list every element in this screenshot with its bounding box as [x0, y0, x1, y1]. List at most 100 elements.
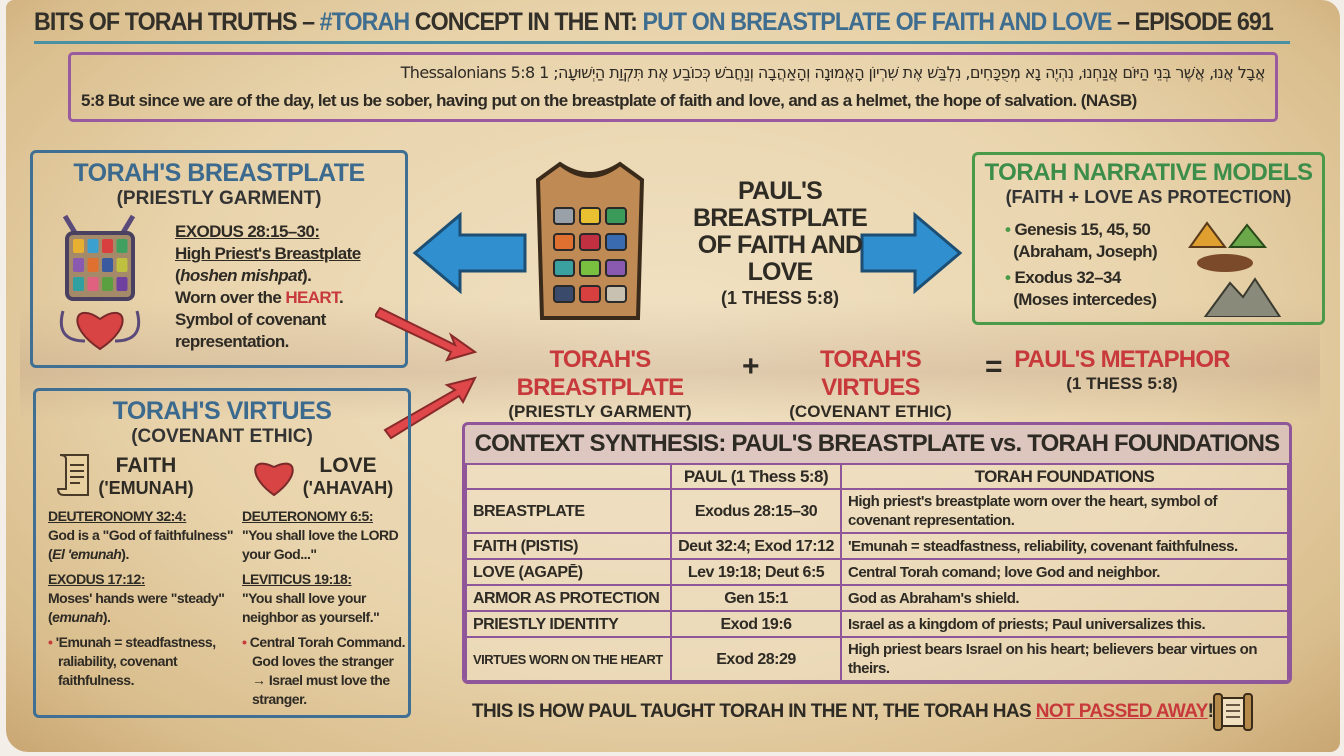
verse-english: 5:8 But since we are of the day, let us … [81, 91, 1137, 110]
torah-foundation: High priest bears Israel on his heart; b… [840, 636, 1289, 681]
verse-hebrew: אֲבָל אֲנוּ, אֲשֶׁר בְּנֵי הַיּוֹם אֲנַח… [400, 63, 1265, 82]
desc-text: . [338, 288, 344, 307]
title-underline [34, 41, 1290, 44]
gem-icon [605, 207, 627, 225]
faith-italic: El 'emunah [52, 546, 122, 562]
torah-virtues-box: TORAH'S VIRTUES (COVENANT ETHIC) FAITH('… [33, 388, 411, 718]
love-column: DEUTERONOMY 6:5: "You shall love the LOR… [242, 507, 407, 709]
gem-icon [553, 207, 575, 225]
breastplate-icon [59, 214, 141, 351]
gem-icon [579, 233, 601, 251]
red-arrows [375, 306, 478, 440]
gem-icon [87, 277, 99, 291]
torah-foundation: God as Abraham's shield. [840, 584, 1289, 612]
faith-column: DEUTERONOMY 32:4: God is a "God of faith… [48, 507, 238, 690]
faith-text: Moses' hands were "steady" [48, 590, 225, 606]
love-ref: LEVITICUS 19:18: [242, 571, 352, 587]
gem-icon [102, 258, 113, 272]
equation-term: TORAH'S BREASTPLATE [516, 346, 685, 401]
gem-icon [102, 239, 113, 253]
tent-icon [1227, 223, 1268, 248]
equation-sub: (COVENANT ETHIC) [789, 402, 952, 421]
desc-italic: hoshen mishpat [180, 266, 303, 285]
item-ref: Exodus 32–34 [1014, 268, 1121, 287]
gem-icon [553, 233, 575, 251]
paul-ref: Exod 28:29 [670, 636, 842, 681]
desc-line: High Priest's Breastplate [175, 244, 361, 263]
footer-text: THIS IS HOW PAUL TAUGHT TORAH IN THE NT,… [472, 701, 1036, 722]
gem-icon [579, 285, 601, 303]
row-label: PRIESTLY IDENTITY [465, 610, 672, 638]
gem-icon [116, 239, 128, 253]
desc-line: Symbol of covenant representation. [175, 310, 326, 351]
faith-text: (El 'emunah). [48, 546, 129, 562]
faith-text: (emunah). [48, 609, 111, 625]
row-label: LOVE (AGAPĒ) [465, 558, 672, 586]
column-header [465, 463, 672, 490]
heart-emphasis: HEART [285, 288, 339, 307]
row-label: FAITH (PISTIS) [465, 532, 672, 560]
mountain-icon [1203, 277, 1282, 317]
box-subtitle: (PRIESTLY GARMENT) [116, 188, 322, 209]
torah-narrative-models-box: TORAH NARRATIVE MODELS (FAITH + LOVE AS … [972, 152, 1325, 325]
verse-box: אֲבָל אֲנוּ, אֲשֶׁר בְּנֵי הַיּוֹם אֲנַח… [68, 52, 1278, 122]
tent-icon [1188, 221, 1227, 248]
blue-arrows [412, 211, 963, 295]
gem-icon [579, 259, 601, 277]
equation-term: TORAH'S VIRTUES [819, 346, 922, 401]
arrow-left-icon [412, 211, 527, 295]
gem-icon [116, 277, 128, 291]
paul-breastplate-tunic-icon [535, 161, 645, 320]
bullet-text: 'Emunah = steadfastness, raliability, co… [55, 634, 216, 688]
faith-label: FAITH [115, 454, 177, 477]
faith-hebrew: ('EMUNAH) [98, 478, 194, 498]
love-hebrew: ('AHAVAH) [302, 478, 394, 498]
box-subtitle: (FAITH + LOVE AS PROTECTION) [1005, 187, 1292, 207]
footer-statement: THIS IS HOW PAUL TAUGHT TORAH IN THE NT,… [472, 701, 1214, 723]
footer-emphasis: NOT PASSED AWAY [1035, 701, 1208, 722]
bullet-text: Central Torah Command. God loves the str… [249, 634, 406, 707]
gem-icon [73, 239, 84, 253]
equation-torah-breastplate: TORAH'S BREASTPLATE (PRIESTLY GARMENT) [470, 346, 730, 422]
desc-line: (hoshen mishpat). [175, 266, 312, 285]
arrow-icon [375, 306, 478, 362]
tent-and-mountain-icons [1188, 221, 1282, 317]
ref-exodus-28: EXODUS 28:15–30: [175, 222, 320, 241]
torah-breastplate-box: TORAH'S BREASTPLATE (PRIESTLY GARMENT) E… [30, 150, 408, 368]
gem-icon [87, 258, 99, 272]
torah-foundation: Central Torah comand; love God and neigh… [840, 558, 1289, 586]
heart-icon [254, 462, 294, 497]
desert-hills-background [20, 300, 1320, 420]
equation-term: PAUL'S METAPHOR [1014, 346, 1230, 373]
paul-breastplate-title: PAUL'S BREASTPLATE OF FAITH AND LOVE [692, 177, 868, 286]
gem-icon [116, 258, 128, 272]
torah-foundation: 'Emunah = steadfastness, reliability, co… [840, 532, 1289, 560]
arrow-icon [383, 376, 477, 440]
stone-icon [1197, 254, 1253, 272]
love-heading: LOVE('AHAVAH) [298, 455, 398, 499]
love-text: "You shall love the LORD your God..." [242, 527, 399, 562]
faith-heading: FAITH('EMUNAH) [96, 455, 196, 499]
paul-breastplate-ref: (1 THESS 5:8) [720, 288, 840, 308]
gem-icon [87, 239, 99, 253]
love-bullet: • Central Torah Command. God loves the s… [242, 634, 406, 707]
love-label: LOVE [319, 454, 377, 477]
faith-ref: DEUTERONOMY 32:4: [48, 508, 187, 524]
row-label: VIRTUES WORN ON THE HEART [465, 636, 672, 681]
paul-ref: Exodus 28:15–30 [670, 488, 842, 534]
row-label: BREASTPLATE [465, 488, 672, 534]
column-header: PAUL (1 Thess 5:8) [670, 463, 842, 490]
list-item: • Exodus 32–34 (Moses intercedes) [1005, 268, 1157, 309]
narrative-list: • Genesis 15, 45, 50 (Abraham, Joseph) •… [1005, 219, 1205, 311]
box-title: TORAH'S BREASTPLATE [73, 159, 365, 187]
equation-sub: (PRIESTLY GARMENT) [508, 402, 692, 421]
equation-paul-metaphor: PAUL'S METAPHOR (1 THESS 5:8) [1012, 346, 1232, 394]
faith-text: God is a "God of faithfulness" [48, 527, 233, 543]
gem-icon [605, 233, 627, 251]
scroll-icon [56, 454, 89, 496]
box-title: TORAH NARRATIVE MODELS [984, 159, 1313, 186]
